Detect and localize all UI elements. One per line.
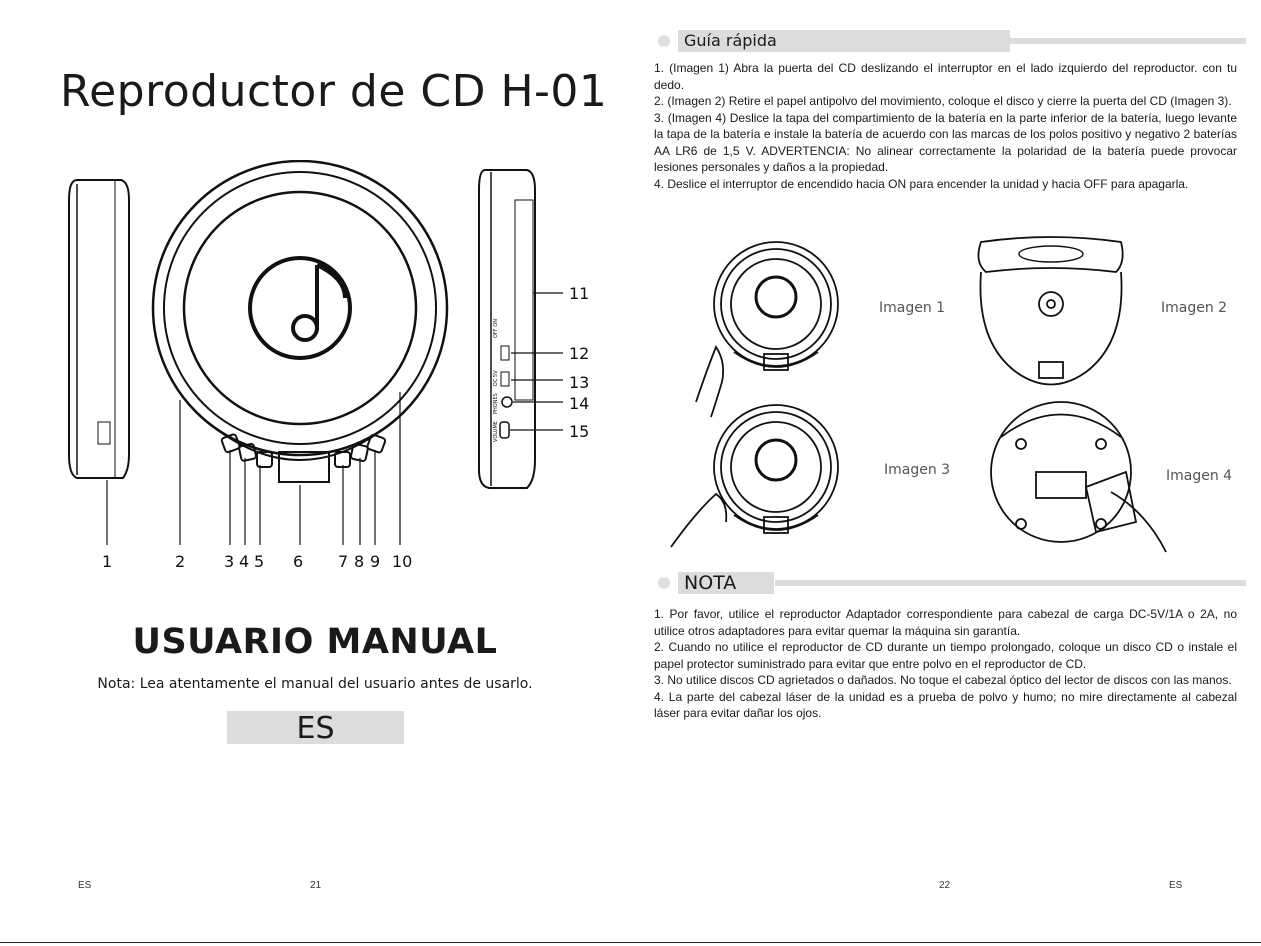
setup-illustrations [670,236,1167,553]
figures-grid: Imagen 1 Imagen 2 Imagen 3 Imagen 4 [656,232,1246,557]
list-item: 3. No utilice discos CD agrietados o dañ… [654,673,1232,687]
list-item: 4. La parte del cabezal láser de la unid… [654,689,1237,721]
callout-7: 7 [338,552,348,571]
quick-guide-heading: Guía rápida [678,30,1010,52]
callout-12: 12 [569,344,589,363]
label-phones: PHONES [493,393,499,414]
label-dc: DC 5V [493,370,499,386]
bottom-rule [0,942,1261,943]
callout-5: 5 [254,552,264,571]
figure-label-1: Imagen 1 [879,300,946,316]
list-item: 2. (Imagen 2) Retire el papel antipolvo … [654,94,1232,108]
quick-guide-header: Guía rápida [658,30,1246,52]
callout-3: 3 [224,552,234,571]
language-badge: ES [227,711,404,746]
callout-14: 14 [569,394,589,413]
cd-logo [248,256,352,360]
manual-title: USUARIO MANUAL [132,622,498,662]
page-number-left: 21 [310,880,322,891]
callout-4: 4 [239,552,249,571]
list-item: 2. Cuando no utilice el reproductor de C… [654,640,1237,671]
callout-1: 1 [102,552,112,571]
right-page: Guía rápida 1. (Imagen 1) Abra la puerta… [631,0,1261,940]
player-body [151,160,449,457]
figure-label-3: Imagen 3 [884,462,951,478]
footer-lang-left: ES [78,880,92,891]
figure-label-2: Imagen 2 [1161,300,1228,316]
nota-header: NOTA [658,572,1246,594]
bullet-dot-icon [658,35,670,47]
callout-6: 6 [293,552,303,571]
callout-10: 10 [392,552,412,571]
side-view-right [478,169,536,489]
callout-11: 11 [569,284,589,303]
bullet-dot-icon [658,577,670,589]
label-volume: VOLUME [493,421,499,442]
callout-13: 13 [569,373,589,392]
lcd-display [278,451,330,483]
callout-8: 8 [354,552,364,571]
cd-player-diagram: 1 2 3 4 5 6 7 8 9 10 11 12 13 14 15 OFF … [68,160,589,571]
heading-bar [1010,38,1246,44]
manual-note: Nota: Lea atentamente el manual del usua… [97,676,533,692]
footer-lang-right: ES [1169,880,1183,891]
page-number-right: 22 [939,880,951,891]
list-item: 3. (Imagen 4) Deslice la tapa del compar… [654,110,1237,175]
quick-guide-list: 1. (Imagen 1) Abra la puerta del CD desl… [654,60,1237,192]
list-item: 1. Por favor, utilice el reproductor Ada… [654,607,1237,638]
list-item: 1. (Imagen 1) Abra la puerta del CD desl… [654,61,1237,92]
page-title: Reproductor de CD H-01 [60,66,608,117]
side-view-left [68,179,130,479]
list-item: 4. Deslice el interruptor de encendido h… [654,176,1189,191]
label-switch: OFF ON [493,319,499,338]
callout-2: 2 [175,552,185,571]
nota-list: 1. Por favor, utilice el reproductor Ada… [654,606,1237,722]
nota-heading: NOTA [678,572,774,594]
callout-15: 15 [569,422,589,441]
figure-label-4: Imagen 4 [1166,468,1233,484]
callout-9: 9 [370,552,380,571]
left-page: Reproductor de CD H-01 [0,0,630,940]
heading-bar [775,580,1246,586]
